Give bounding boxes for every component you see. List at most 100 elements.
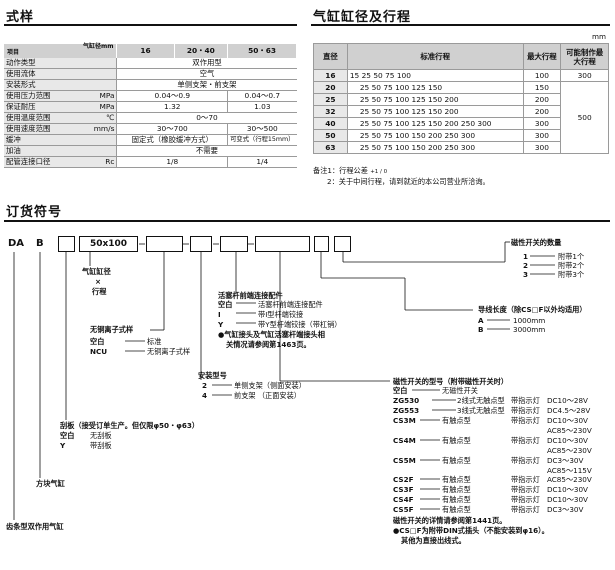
mount-title: 安装型号	[198, 371, 227, 380]
spec-row-value: 0.04～0.9	[116, 90, 228, 102]
corner-item-label: 项目	[7, 49, 20, 56]
times-label: ×	[95, 277, 102, 286]
spec-row-unit: MPa	[87, 90, 117, 102]
spec-title-rule	[4, 24, 297, 26]
mount-text: 前支架 （正面安装）	[234, 391, 301, 400]
spec-row-value: 1/4	[227, 156, 297, 168]
stroke-bore: 25	[313, 93, 348, 106]
rod-text: 活塞杆前端连接配件	[258, 300, 323, 309]
stroke-row: 63 25 50 75 100 150 200 250 300 300	[313, 141, 609, 154]
spec-row-value: 空气	[116, 68, 297, 80]
stroke-title-rule	[311, 24, 610, 26]
spec-col-20-40: 20・40	[174, 44, 229, 58]
sw-led: 带指示灯	[511, 495, 540, 504]
sw-count-code: 2	[523, 261, 529, 270]
sw-led: 带指示灯	[511, 485, 540, 494]
stroke-header-std: 标准行程	[346, 43, 524, 70]
spec-row-unit: MPa	[87, 101, 117, 113]
spec-row: 保证耐压 MPa 1.32 1.03	[4, 101, 297, 113]
spec-row-value: 30～700	[116, 123, 228, 135]
rod-title: 活塞杆前端连接配件	[218, 291, 283, 300]
rod-code: Y	[218, 320, 224, 329]
code-box-count	[334, 236, 351, 252]
sw-type: 无磁性开关	[442, 386, 478, 395]
sw-count-text: 附带3个	[558, 270, 585, 279]
spec-row-value: 0～70	[116, 112, 297, 124]
mount-code: 2	[202, 381, 208, 390]
sw-type: 2线式无触点型	[457, 396, 505, 405]
spec-row-name: 保证耐压	[4, 101, 88, 113]
code-box-scraper	[58, 236, 75, 252]
rod-code: I	[218, 310, 221, 319]
spec-row: 安装形式 单侧支架・前支架	[4, 79, 297, 91]
stroke-row: 20 25 50 75 100 125 150 150 500	[313, 81, 609, 154]
sw-volt: DC10～30V	[547, 436, 588, 445]
spec-row-name: 加油	[4, 145, 117, 157]
spec-row-value: 双作用型	[116, 58, 297, 69]
sw-count-text: 附带2个	[558, 261, 585, 270]
stroke-tolerance: +1 / 0	[370, 169, 388, 175]
spec-row-value: 30～500	[227, 123, 297, 135]
corner-bore-label: 气缸径mm	[82, 43, 114, 50]
scraper-text: 带刮板	[90, 441, 112, 450]
stroke-row: 50 25 50 75 100 150 200 250 300 300	[313, 129, 609, 142]
sw-code: CS3M	[393, 416, 416, 425]
sw-volt: DC10～28V	[547, 396, 588, 405]
lead-text: 3000mm	[513, 325, 546, 334]
cu-code: NCU	[90, 347, 108, 356]
spec-col-16: 16	[116, 44, 175, 58]
sw-type: 有触点型	[442, 495, 471, 504]
sw-code: CS3F	[393, 485, 414, 494]
spec-row: 配管连接口径 Rc 1/8 1/4	[4, 156, 297, 168]
cu-text: 无铜离子式样	[147, 347, 191, 356]
sw-count-text: 附带1个	[558, 252, 585, 261]
cu-text: 标准	[147, 337, 162, 346]
spec-row-name: 安装形式	[4, 79, 117, 91]
sw-volt: DC4.5～28V	[547, 406, 591, 415]
sw-count-code: 1	[523, 252, 529, 261]
sw-note-3: 其他为直接出线式。	[401, 536, 466, 545]
scraper-title: 刮板（接受订单生产。但仅限φ50・φ63）	[60, 421, 200, 430]
sw-type: 3线式无触点型	[457, 406, 505, 415]
sw-code: CS4M	[393, 436, 416, 445]
sw-code: CS5M	[393, 456, 416, 465]
sw-code: ZG530	[393, 396, 420, 405]
spec-row-value: 1.32	[116, 101, 228, 113]
sw-led: 带指示灯	[511, 406, 540, 415]
spec-row: 缓冲 固定式（橡胶缓冲方式） 可变式（行程15mm）	[4, 134, 297, 146]
sw-led: 带指示灯	[511, 436, 540, 445]
spec-row-name: 使用速度范围	[4, 123, 88, 135]
stroke-title: 气缸缸径及行程	[313, 10, 412, 25]
spec-corner-header: 气缸径mm 项目	[4, 43, 118, 58]
spec-title: 式样	[6, 10, 35, 25]
rod-text: 带Y型杆端铰接（带杠销）	[258, 320, 342, 329]
spec-row-name: 缓冲	[4, 134, 117, 146]
sw-note-1: 磁性开关的详情请参阅第1441页。	[393, 516, 507, 525]
sw-volt: DC3～30V	[547, 456, 584, 465]
stroke-unit: mm	[592, 32, 607, 41]
lead-title: 导线长度（除CS□F以外均适用）	[478, 305, 587, 314]
sw-volt: DC10～30V	[547, 485, 588, 494]
spec-row-value: 不需要	[116, 145, 297, 157]
sw-count-title: 磁性开关的数量	[511, 238, 562, 247]
stroke-max: 300	[522, 141, 562, 154]
sw-code: CS4F	[393, 495, 414, 504]
code-b: B	[36, 238, 44, 249]
order-title: 订货符号	[6, 205, 63, 220]
spec-row-value: 0.04～0.7	[227, 90, 297, 102]
scraper-code: 空白	[60, 431, 75, 440]
lead-code: B	[478, 325, 484, 334]
spec-row-name: 使用温度范围	[4, 112, 88, 124]
spec-row: 使用速度范围 mm/s 30～700 30～500	[4, 123, 297, 135]
sw-volt: AC85～230V	[547, 426, 592, 435]
stroke-note-2: 2：关于中间行程，请到就近的本公司营业所洽询。	[327, 177, 490, 186]
cu-code: 空白	[90, 337, 105, 346]
spec-table: 气缸径mm 项目 16 20・40 50・63 动作类型 双作用型 使用流体 空…	[4, 43, 297, 168]
sw-led: 带指示灯	[511, 475, 540, 484]
sw-title: 磁性开关的型号（附带磁性开关时）	[393, 377, 509, 386]
sw-type: 有触点型	[442, 436, 471, 445]
mount-code: 4	[202, 391, 208, 400]
square-cylinder-label: 方块气缸	[36, 479, 65, 488]
stroke-row: 40 25 50 75 100 125 150 200 250 300 300	[313, 117, 609, 130]
